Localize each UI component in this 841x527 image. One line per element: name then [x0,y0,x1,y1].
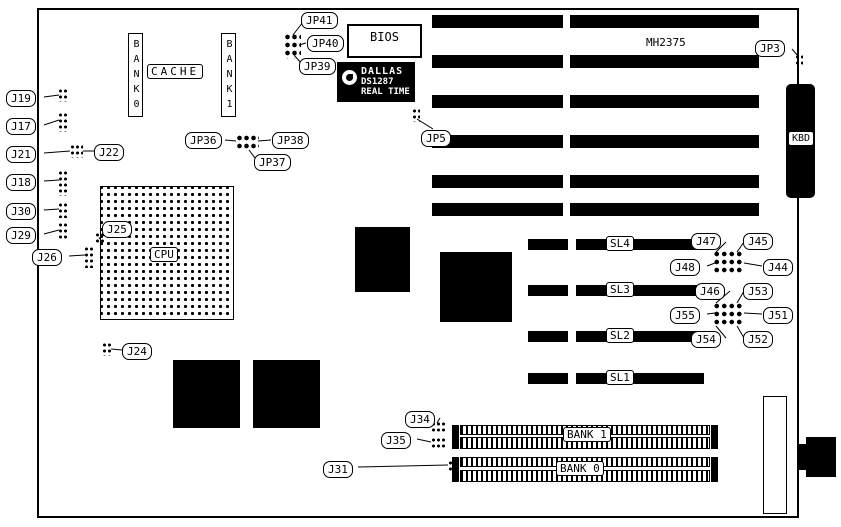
pin-header-j35 [431,437,445,450]
asic-chip [355,227,410,292]
jumper-block-j44-j48 [713,250,744,275]
rtc-line3: REAL TIME [361,87,410,97]
jumper-label-j44: J44 [763,259,793,276]
asic-chip [253,360,320,428]
sl2-slot [528,331,568,342]
pin-header-jp5 [412,108,420,122]
jumper-label-j45: J45 [743,233,773,250]
sl2-slot [576,331,704,342]
jumper-label-jp40: JP40 [307,35,344,52]
power-connector [763,396,787,514]
pin-header-j24 [102,342,112,356]
jumper-label-jp37: JP37 [254,154,291,171]
sl4-slot [576,239,704,250]
isa-slot-segment [432,175,563,188]
jumper-label-j46: J46 [695,283,725,300]
isa-slot-segment [570,15,759,28]
isa-slot-segment [570,55,759,68]
cache-bank1-label: BANK1 [221,33,236,117]
jumper-label-j25: J25 [102,221,132,238]
rtc-line2: DS1287 [361,77,394,87]
sl4-slot [528,239,568,250]
sl1-slot [528,373,568,384]
simm-end-cap [711,425,718,449]
bios-chip: BIOS [347,24,422,58]
asic-chip [440,252,512,322]
isa-slot-segment [432,15,563,28]
pin-header-j18 [58,170,67,196]
simm-end-cap [711,457,718,482]
jumper-label-j35: J35 [381,432,411,449]
jumper-label-j22: J22 [94,144,124,161]
isa-slot-segment [432,95,563,108]
isa-slot-segment [432,203,563,216]
bios-label: BIOS [370,30,399,44]
jumper-label-jp41: JP41 [301,12,338,29]
isa-slot-segment [570,175,759,188]
isa-slot-segment [570,95,759,108]
sl3-slot [528,285,568,296]
sl3-label: SL3 [606,282,634,297]
rtc-chip: DALLAS DS1287 REAL TIME [337,62,415,102]
sl2-label: SL2 [606,328,634,343]
jumper-label-j21: J21 [6,146,36,163]
jumper-block-j51-j55 [713,302,744,327]
jumper-label-j48: J48 [670,259,700,276]
isa-slot-segment [570,135,759,148]
jumper-label-j19: J19 [6,90,36,107]
pin-header-jp36-jp38 [236,134,259,150]
sl3-slot [576,285,704,296]
board-part-number: MH2375 [646,36,686,49]
jumper-label-j18: J18 [6,174,36,191]
jumper-label-j17: J17 [6,118,36,135]
jumper-label-j29: J29 [6,227,36,244]
simm-bank1-label: BANK 1 [563,427,611,442]
cpu-label: CPU [150,247,178,262]
asic-chip [173,360,240,428]
cache-label: CACHE [147,64,204,79]
jumper-label-jp5: JP5 [421,130,451,147]
jumper-label-j30: J30 [6,203,36,220]
jumper-label-j26: J26 [32,249,62,266]
isa-slot-segment [432,135,563,148]
cpu-socket [100,186,234,320]
pin-header-jp39-jp41 [284,33,301,59]
jumper-label-j52: J52 [743,331,773,348]
jumper-label-jp38: JP38 [272,132,309,149]
pin-header-j19 [58,88,67,102]
pin-header-j17 [58,112,67,132]
jumper-label-jp3: JP3 [755,40,785,57]
dallas-logo-icon [342,70,357,85]
isa-slot-segment [432,55,563,68]
isa-slot-segment [570,203,759,216]
jumper-label-jp39: JP39 [299,58,336,75]
external-connector [806,437,836,477]
rtc-line1: DALLAS [361,66,404,77]
keyboard-label: KBD [788,131,815,146]
jumper-label-j51: J51 [763,307,793,324]
jumper-label-jp36: JP36 [185,132,222,149]
jumper-label-j55: J55 [670,307,700,324]
pin-header-j31 [448,460,456,473]
jumper-label-j31: J31 [323,461,353,478]
sl4-label: SL4 [606,236,634,251]
external-connector [798,444,808,470]
jumper-label-j53: J53 [743,283,773,300]
simm-end-cap [452,425,459,449]
cache-bank0-label: BANK0 [128,33,143,117]
pin-header-jp3 [795,54,803,67]
pin-header-j21-j22 [70,144,83,158]
sl1-slot [576,373,704,384]
pin-header-j30 [58,202,67,218]
jumper-label-j47: J47 [691,233,721,250]
jumper-label-j34: J34 [405,411,435,428]
jumper-label-j54: J54 [691,331,721,348]
sl1-label: SL1 [606,370,634,385]
simm-bank0-label: BANK 0 [556,461,604,476]
jumper-label-j24: J24 [122,343,152,360]
pin-header-j26 [84,246,93,268]
pin-header-j29 [58,222,67,240]
pin-header-j34 [431,421,445,434]
